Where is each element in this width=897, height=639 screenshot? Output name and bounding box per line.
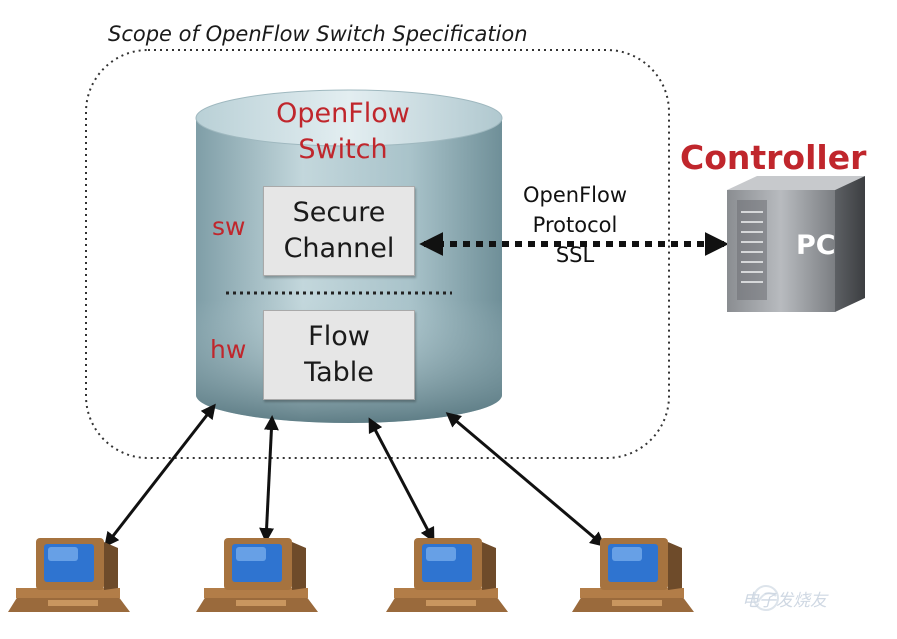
secure-channel-line2: Channel bbox=[283, 233, 395, 264]
protocol-line2: Protocol bbox=[532, 213, 618, 237]
controller-title: Controller bbox=[680, 138, 867, 177]
protocol-line1: OpenFlow bbox=[522, 183, 628, 207]
watermark-logo-icon bbox=[753, 585, 779, 611]
openflow-protocol-label: OpenFlow Protocol SSL bbox=[490, 180, 660, 270]
switch-title-line1: OpenFlow bbox=[276, 98, 410, 129]
hardware-layer-label: hw bbox=[210, 335, 247, 364]
host-link-1 bbox=[104, 403, 216, 548]
switch-title: OpenFlow Switch bbox=[228, 96, 458, 168]
pc-label: PC bbox=[796, 230, 836, 261]
flow-table-line1: Flow bbox=[308, 321, 370, 352]
software-layer-label: sw bbox=[212, 212, 246, 241]
host-link-3 bbox=[368, 417, 435, 543]
protocol-line3: SSL bbox=[555, 243, 595, 267]
scope-boundary bbox=[85, 49, 670, 459]
switch-title-line2: Switch bbox=[298, 134, 388, 165]
flow-table-line2: Table bbox=[304, 357, 374, 388]
flow-table-box: Flow Table bbox=[263, 310, 415, 400]
host-computer-2-icon bbox=[196, 538, 318, 612]
watermark-text: 电子发烧友 bbox=[742, 591, 827, 611]
secure-channel-line1: Secure bbox=[292, 197, 386, 228]
host-link-4 bbox=[445, 412, 606, 547]
host-link-2 bbox=[259, 415, 279, 543]
host-computer-4-icon bbox=[572, 538, 694, 612]
host-computer-1-icon bbox=[8, 538, 130, 612]
host-computer-3-icon bbox=[386, 538, 508, 612]
secure-channel-box: Secure Channel bbox=[263, 186, 415, 276]
scope-title: Scope of OpenFlow Switch Specification bbox=[108, 22, 528, 46]
controller-pc-icon bbox=[727, 176, 865, 312]
